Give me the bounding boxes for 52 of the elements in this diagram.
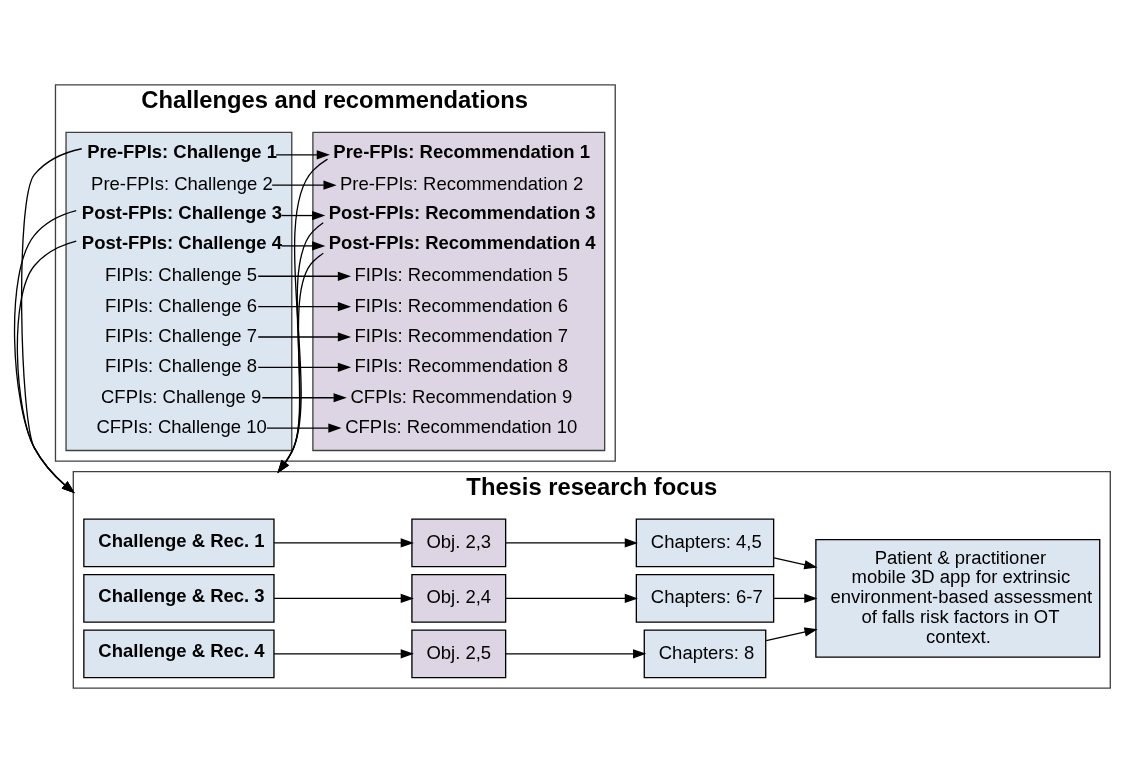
node-text: FIPIs: Challenge 8 (104, 355, 257, 377)
node-text: Post-FPIs: Challenge 4 (81, 232, 282, 254)
arrow (257, 302, 352, 312)
arrow (505, 593, 638, 603)
arrow (273, 538, 414, 548)
node-box: Challenge & Rec. 1 (83, 518, 275, 568)
node-box: Obj. 2,3 (411, 518, 507, 568)
arrow (280, 210, 326, 221)
node-text: Post-FPIs: Challenge 3 (81, 202, 282, 224)
arrow (273, 593, 414, 603)
node-text: FIPIs: Challenge 7 (104, 324, 257, 346)
arrow (765, 627, 818, 642)
arrow (257, 332, 352, 342)
node-box: Patient & practitioner mobile 3D app for extrinsic environment-based assessment of falls risk factors in OT context. (815, 539, 1101, 658)
node-text: CFPIs: Recommendation 10 (345, 415, 578, 437)
node-text: Pre-FPIs: Challenge 1 (87, 141, 278, 163)
arrow (275, 150, 330, 160)
node-box: Challenge & Rec. 3 (83, 573, 275, 623)
node-text: Post-FPIs: Recommendation 3 (328, 202, 596, 224)
arrow (257, 271, 352, 281)
node-text: FIPIs: Challenge 6 (104, 294, 257, 316)
arrow (257, 362, 352, 372)
node-text: FIPIs: Recommendation 6 (354, 294, 569, 316)
node-box: Chapters: 4,5 (635, 518, 775, 568)
node-text: FIPIs: Challenge 5 (104, 264, 257, 286)
node-text: Pre-FPIs: Recommendation 1 (333, 141, 590, 163)
node-text: FIPIs: Recommendation 8 (354, 355, 569, 377)
arrow (261, 393, 347, 403)
arrow (773, 593, 818, 603)
node-box: Obj. 2,4 (411, 573, 507, 623)
arrow (773, 557, 818, 570)
node-box: Obj. 2,5 (411, 629, 507, 679)
node-text: CFPIs: Challenge 10 (96, 415, 267, 437)
arrow (280, 241, 326, 251)
node-box: Chapters: 6-7 (635, 573, 775, 623)
node-text: FIPIs: Recommendation 7 (354, 324, 569, 346)
node-text: Pre-FPIs: Challenge 2 (91, 173, 273, 195)
node-text: Pre-FPIs: Recommendation 2 (339, 173, 584, 195)
node-box: Chapters: 8 (643, 629, 767, 679)
arrow (273, 649, 414, 659)
node-text: Post-FPIs: Recommendation 4 (328, 232, 596, 254)
node-box: Challenge & Rec. 4 (83, 629, 275, 679)
arrow (505, 649, 647, 659)
arrow (277, 158, 329, 474)
arrow (505, 538, 638, 548)
arrow (271, 180, 337, 190)
arrow (21, 148, 83, 494)
node-text: CFPIs: Challenge 9 (101, 385, 262, 407)
arrow (266, 423, 342, 433)
node-text: CFPIs: Recommendation 9 (350, 385, 573, 407)
node-text: FIPIs: Recommendation 5 (354, 264, 569, 286)
cluster (65, 131, 293, 452)
